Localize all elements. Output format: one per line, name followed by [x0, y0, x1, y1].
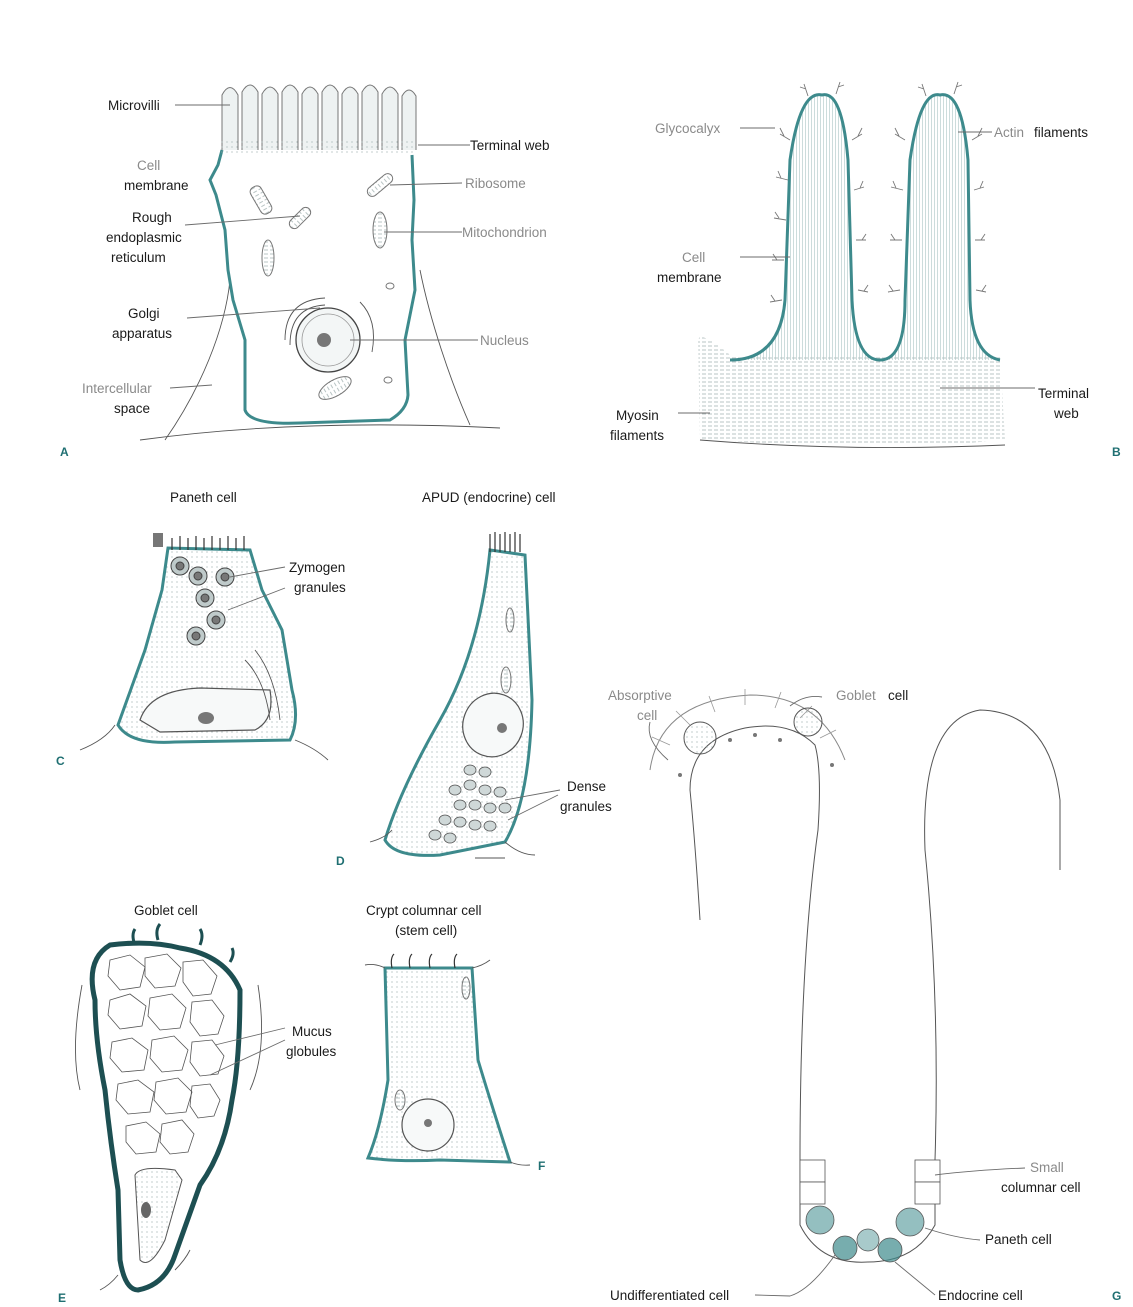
label-terminal-web-b-2: web: [1053, 406, 1079, 421]
panel-g-labels: Absorptive cell Goblet cell Small column…: [608, 688, 1121, 1303]
label-absorptive-1: Absorptive: [608, 688, 672, 703]
panel-a-drawing: [140, 85, 500, 440]
label-golgi-1: Golgi: [128, 306, 160, 321]
label-actin-1: Actin: [994, 125, 1024, 140]
panel-letter-e: E: [58, 1291, 66, 1305]
panel-f-drawing: [365, 954, 530, 1165]
panel-d-drawing: [370, 532, 535, 858]
title-crypt-columnar-1: Crypt columnar cell: [366, 903, 482, 918]
panel-letter-f: F: [538, 1159, 545, 1173]
label-goblet-g-2: cell: [888, 688, 908, 703]
label-undifferentiated: Undifferentiated cell: [610, 1288, 729, 1303]
label-nucleus: Nucleus: [480, 333, 529, 348]
panel-letter-d: D: [336, 854, 345, 868]
label-myosin-2: filaments: [610, 428, 664, 443]
label-zymogen-1: Zymogen: [289, 560, 345, 575]
panel-g-drawing: [650, 689, 1060, 1262]
label-small-columnar-2: columnar cell: [1001, 1180, 1081, 1195]
label-glycocalyx: Glycocalyx: [655, 121, 721, 136]
label-small-columnar-1: Small: [1030, 1160, 1064, 1175]
panel-letter-b: B: [1112, 445, 1121, 459]
label-intercellular-1: Intercellular: [82, 381, 152, 396]
label-goblet-g-1: Goblet: [836, 688, 876, 703]
label-terminal-web-a: Terminal web: [470, 138, 550, 153]
panel-e-drawing: [75, 924, 261, 1290]
title-paneth-cell: Paneth cell: [170, 490, 237, 505]
label-rough-er-2: endoplasmic: [106, 230, 182, 245]
label-intercellular-2: space: [114, 401, 150, 416]
label-absorptive-2: cell: [637, 708, 657, 723]
crypt-base-cells: [800, 1160, 940, 1262]
label-microvilli: Microvilli: [108, 98, 160, 113]
label-cell-membrane-b-2: membrane: [657, 270, 722, 285]
label-myosin-1: Myosin: [616, 408, 659, 423]
label-cell-membrane-1: Cell: [137, 158, 160, 173]
panel-letter-a: A: [60, 445, 69, 459]
panel-letter-g: G: [1112, 1289, 1121, 1303]
label-dense-1: Dense: [567, 779, 606, 794]
label-terminal-web-b-1: Terminal: [1038, 386, 1089, 401]
label-cell-membrane-2: membrane: [124, 178, 189, 193]
label-rough-er-3: reticulum: [111, 250, 166, 265]
label-ribosome: Ribosome: [465, 176, 526, 191]
label-zymogen-2: granules: [294, 580, 346, 595]
panel-letter-c: C: [56, 754, 65, 768]
label-paneth-g: Paneth cell: [985, 1232, 1052, 1247]
label-mitochondrion: Mitochondrion: [462, 225, 547, 240]
label-actin-2: filaments: [1034, 125, 1088, 140]
title-goblet-cell: Goblet cell: [134, 903, 198, 918]
label-rough-er-1: Rough: [132, 210, 172, 225]
label-golgi-2: apparatus: [112, 326, 172, 341]
title-crypt-columnar-2: (stem cell): [395, 923, 457, 938]
label-cell-membrane-b-1: Cell: [682, 250, 705, 265]
label-dense-2: granules: [560, 799, 612, 814]
title-apud-cell: APUD (endocrine) cell: [422, 490, 556, 505]
label-mucus-1: Mucus: [292, 1024, 332, 1039]
panel-g-leaders: [649, 696, 1025, 1296]
label-endocrine: Endocrine cell: [938, 1288, 1023, 1303]
label-mucus-2: globules: [286, 1044, 337, 1059]
panel-b-drawing: [698, 82, 1005, 448]
